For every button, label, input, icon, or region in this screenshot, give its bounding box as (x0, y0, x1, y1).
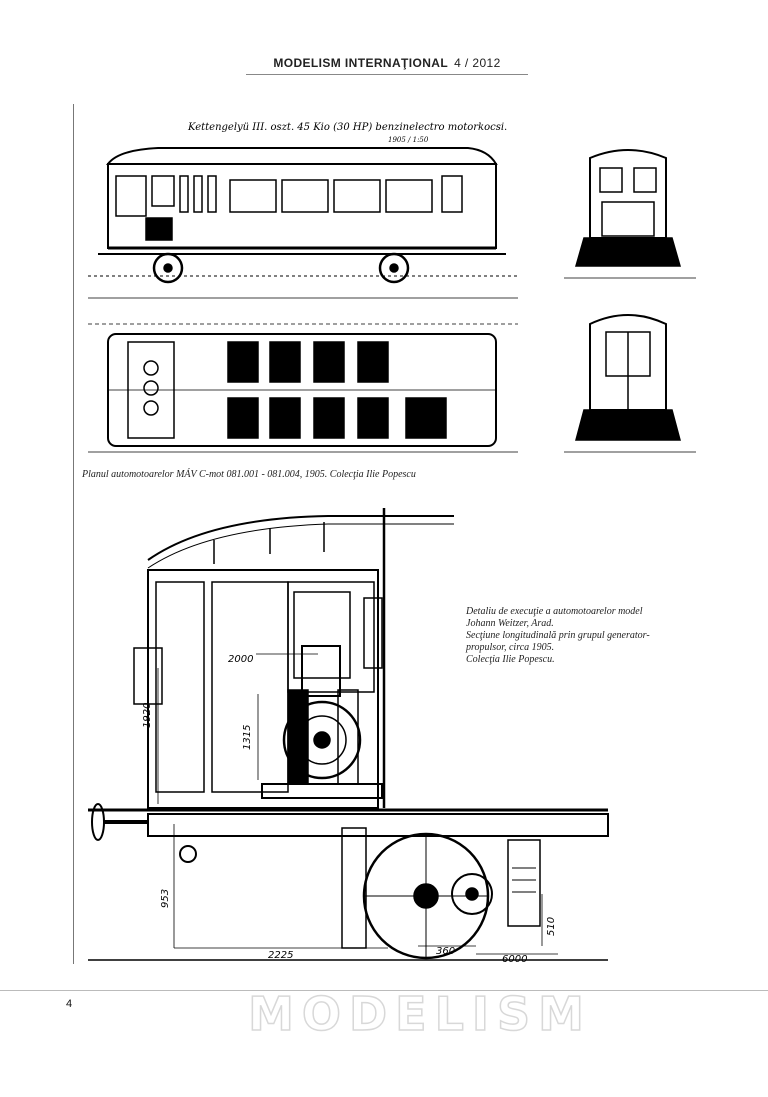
dimension-label: 1920 (142, 703, 153, 728)
railcar-plan-drawing: Kettengelyü III. oszt. 45 Kio (30 HP) be… (88, 122, 696, 453)
issue-number: 4 / 2012 (454, 56, 501, 70)
dimension-label: 2225 (268, 950, 293, 961)
dimension-label: 510 (546, 917, 557, 936)
section-caption: Detaliu de execuţie a automotoarelor mod… (466, 606, 716, 666)
side-rule (73, 104, 74, 964)
plan-caption: Planul automotoarelor MÁV C-mot 081.001 … (82, 469, 416, 480)
modelism-watermark: MODELISM (247, 988, 592, 1038)
section-caption-line: Secţiune longitudinală prin grupul gener… (466, 630, 650, 641)
watermark-text: MODELISM (248, 988, 592, 1038)
section-caption-line: Detaliu de execuţie a automotoarelor mod… (466, 606, 643, 617)
dimension-label: 953 (160, 889, 171, 908)
plan-drawing-title: Kettengelyü III. oszt. 45 Kio (30 HP) be… (187, 122, 507, 133)
dimension-label: 6000 (502, 954, 527, 964)
plan-scale-note: 1905 / 1:50 (388, 136, 429, 144)
dimension-label: 1315 (242, 725, 253, 750)
footer-rule (0, 990, 768, 991)
dimension-label: 2000 (228, 654, 253, 665)
section-caption-line: Johann Weitzer, Arad. (466, 618, 554, 629)
page-number: 4 (66, 998, 73, 1010)
section-caption-line: Colecţia Ilie Popescu. (466, 654, 555, 665)
magazine-title: MODELISM INTERNAŢIONAL (273, 56, 449, 70)
header-rule (246, 74, 528, 75)
running-header: MODELISM INTERNAŢIONAL 4 / 2012 (246, 56, 528, 74)
section-drawing: 2000 1920 1315 953 2225 360 6000 510 (88, 508, 609, 964)
dimension-label: 360 (436, 946, 455, 957)
section-caption-line: propulsor, circa 1905. (466, 642, 555, 653)
